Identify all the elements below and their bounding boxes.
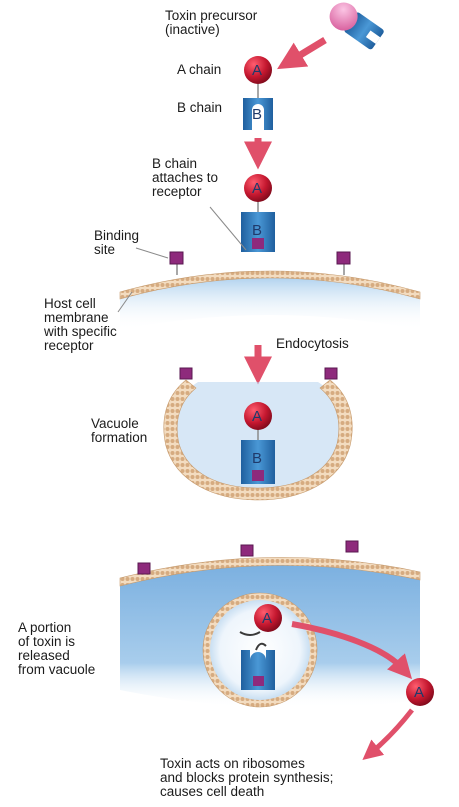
endocytosis-label: Endocytosis <box>276 337 349 351</box>
a-chain-glyph-4: A <box>262 610 272 627</box>
b-chain-glyph-1: B <box>252 106 262 123</box>
b-chain-glyph-3: B <box>252 450 262 467</box>
attaches-pointer <box>210 207 246 250</box>
binding-site-pointer <box>136 248 168 258</box>
a-chain-label: A chain <box>177 63 221 77</box>
a-chain-glyph-3: A <box>252 408 262 425</box>
free-toxin: A B <box>243 56 273 130</box>
released-label: A portion of toxin is released from vacu… <box>18 621 95 677</box>
toxin-precursor <box>324 0 386 52</box>
attaches-label: B chain attaches to receptor <box>152 157 218 199</box>
released-a-chain: A <box>406 678 434 706</box>
toxin-precursor-label: Toxin precursor (inactive) <box>165 9 257 37</box>
host-membrane-label: Host cell membrane with specific recepto… <box>44 297 117 353</box>
ribosome-arrow <box>372 710 412 752</box>
a-chain-glyph-2: A <box>252 180 262 197</box>
precursor-arrow <box>292 40 325 60</box>
toxin-acts-label: Toxin acts on ribosomes and blocks prote… <box>160 757 333 799</box>
receptor-right <box>337 252 350 275</box>
attached-toxin: A B <box>241 174 275 252</box>
b-chain-glyph-2: B <box>252 222 262 239</box>
a-chain-glyph-5: A <box>414 684 424 701</box>
vacuole-formation-label: Vacuole formation <box>91 417 147 445</box>
vacuole-toxin: A B <box>241 402 275 484</box>
receptor-left <box>170 252 183 275</box>
binding-site-label: Binding site <box>94 229 139 257</box>
host-cell-top <box>120 271 420 330</box>
b-chain-label: B chain <box>177 101 222 115</box>
a-chain-glyph-1: A <box>252 62 262 79</box>
